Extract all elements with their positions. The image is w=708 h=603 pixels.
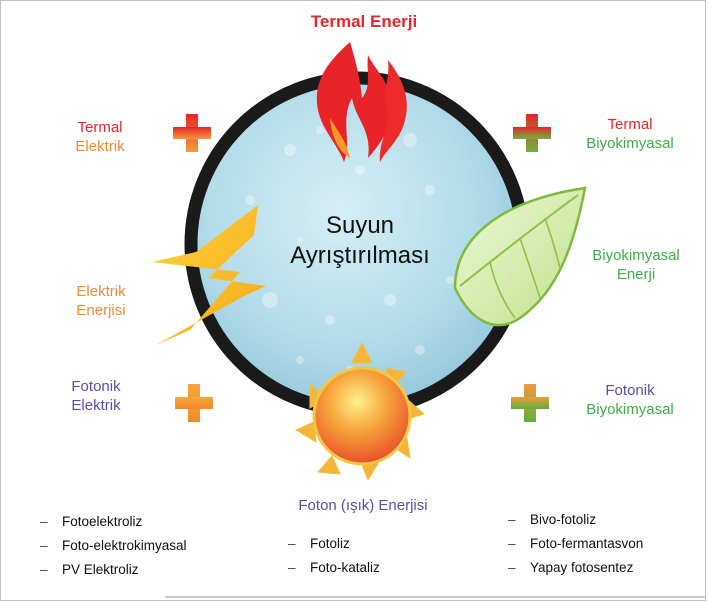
center-title-line1: Suyun (230, 211, 490, 241)
photonic-electric-label: Fotonik Elektrik (56, 377, 136, 415)
thermal-electric-label: Termal Elektrik (60, 118, 140, 156)
list-item: –Fotoelektroliz (40, 510, 187, 534)
thermal-biochemical-label: Termal Biyokimyasal (570, 115, 690, 153)
center-title-line2: Ayrıştırılması (230, 241, 490, 271)
list-item: –Fotoliz (288, 532, 380, 556)
biochemical-energy-label: Biyokimyasal Enerji (572, 246, 700, 284)
list-item: –Foto-elektrokimyasal (40, 534, 187, 558)
photonic-biochemical-label: Fotonik Biyokimyasal (568, 381, 692, 419)
method-list-left: –Fotoelektroliz –Foto-elektrokimyasal –P… (40, 510, 187, 582)
electric-energy-label: Elektrik Enerjisi (56, 282, 146, 320)
plus-icon-photonic-electric (175, 384, 213, 422)
plus-icon-thermal-electric (173, 114, 211, 152)
list-item: –PV Elektroliz (40, 558, 187, 582)
list-item: –Yapay fotosentez (508, 556, 643, 580)
list-item: –Bivo-fotoliz (508, 508, 643, 532)
center-title: Suyun Ayrıştırılması (230, 211, 490, 271)
plus-icon-thermal-biochemical (513, 114, 551, 152)
method-list-right: –Bivo-fotoliz –Foto-fermantasvon –Yapay … (508, 508, 643, 580)
list-item: –Foto-fermantasvon (508, 532, 643, 556)
photon-energy-label: Foton (ışık) Enerjisi (268, 496, 458, 515)
method-list-middle: –Fotoliz –Foto-kataliz (288, 532, 380, 580)
plus-icon-photonic-biochemical (511, 384, 549, 422)
list-item: –Foto-kataliz (288, 556, 380, 580)
thermal-energy-label: Termal Enerji (284, 12, 444, 31)
